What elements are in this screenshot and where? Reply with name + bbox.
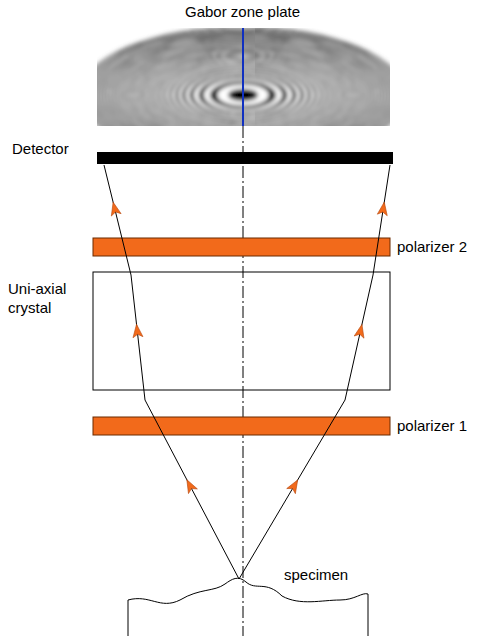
zone-ring (97, 28, 390, 126)
polarizer-bar (93, 417, 390, 435)
title-label: Gabor zone plate (185, 3, 300, 22)
part-label: Detector (12, 140, 69, 159)
specimen-surface (128, 578, 368, 636)
zone-plate-axis (242, 28, 244, 126)
crystal-box (93, 272, 390, 390)
ray-arrowhead (132, 324, 143, 338)
part-label: polarizer 2 (397, 238, 467, 257)
part-label: specimen (284, 566, 348, 585)
polarizer-bar (93, 238, 390, 256)
part-label: Uni-axial crystal (8, 280, 88, 318)
ray-arrowhead (182, 477, 197, 493)
ray-arrowhead (108, 201, 121, 216)
detector-bar (97, 152, 393, 164)
part-label: polarizer 1 (397, 417, 467, 436)
zone-plate (97, 28, 390, 126)
zone-ring (97, 28, 390, 126)
ray-arrowhead (377, 201, 389, 215)
light-ray (104, 165, 239, 579)
optical-axis (243, 126, 244, 636)
light-ray (239, 165, 390, 579)
ray-arrowhead (354, 323, 367, 338)
zone-ring (97, 29, 390, 126)
zone-ring (97, 28, 390, 126)
ray-arrowhead (287, 477, 302, 493)
zone-ring (97, 28, 390, 126)
